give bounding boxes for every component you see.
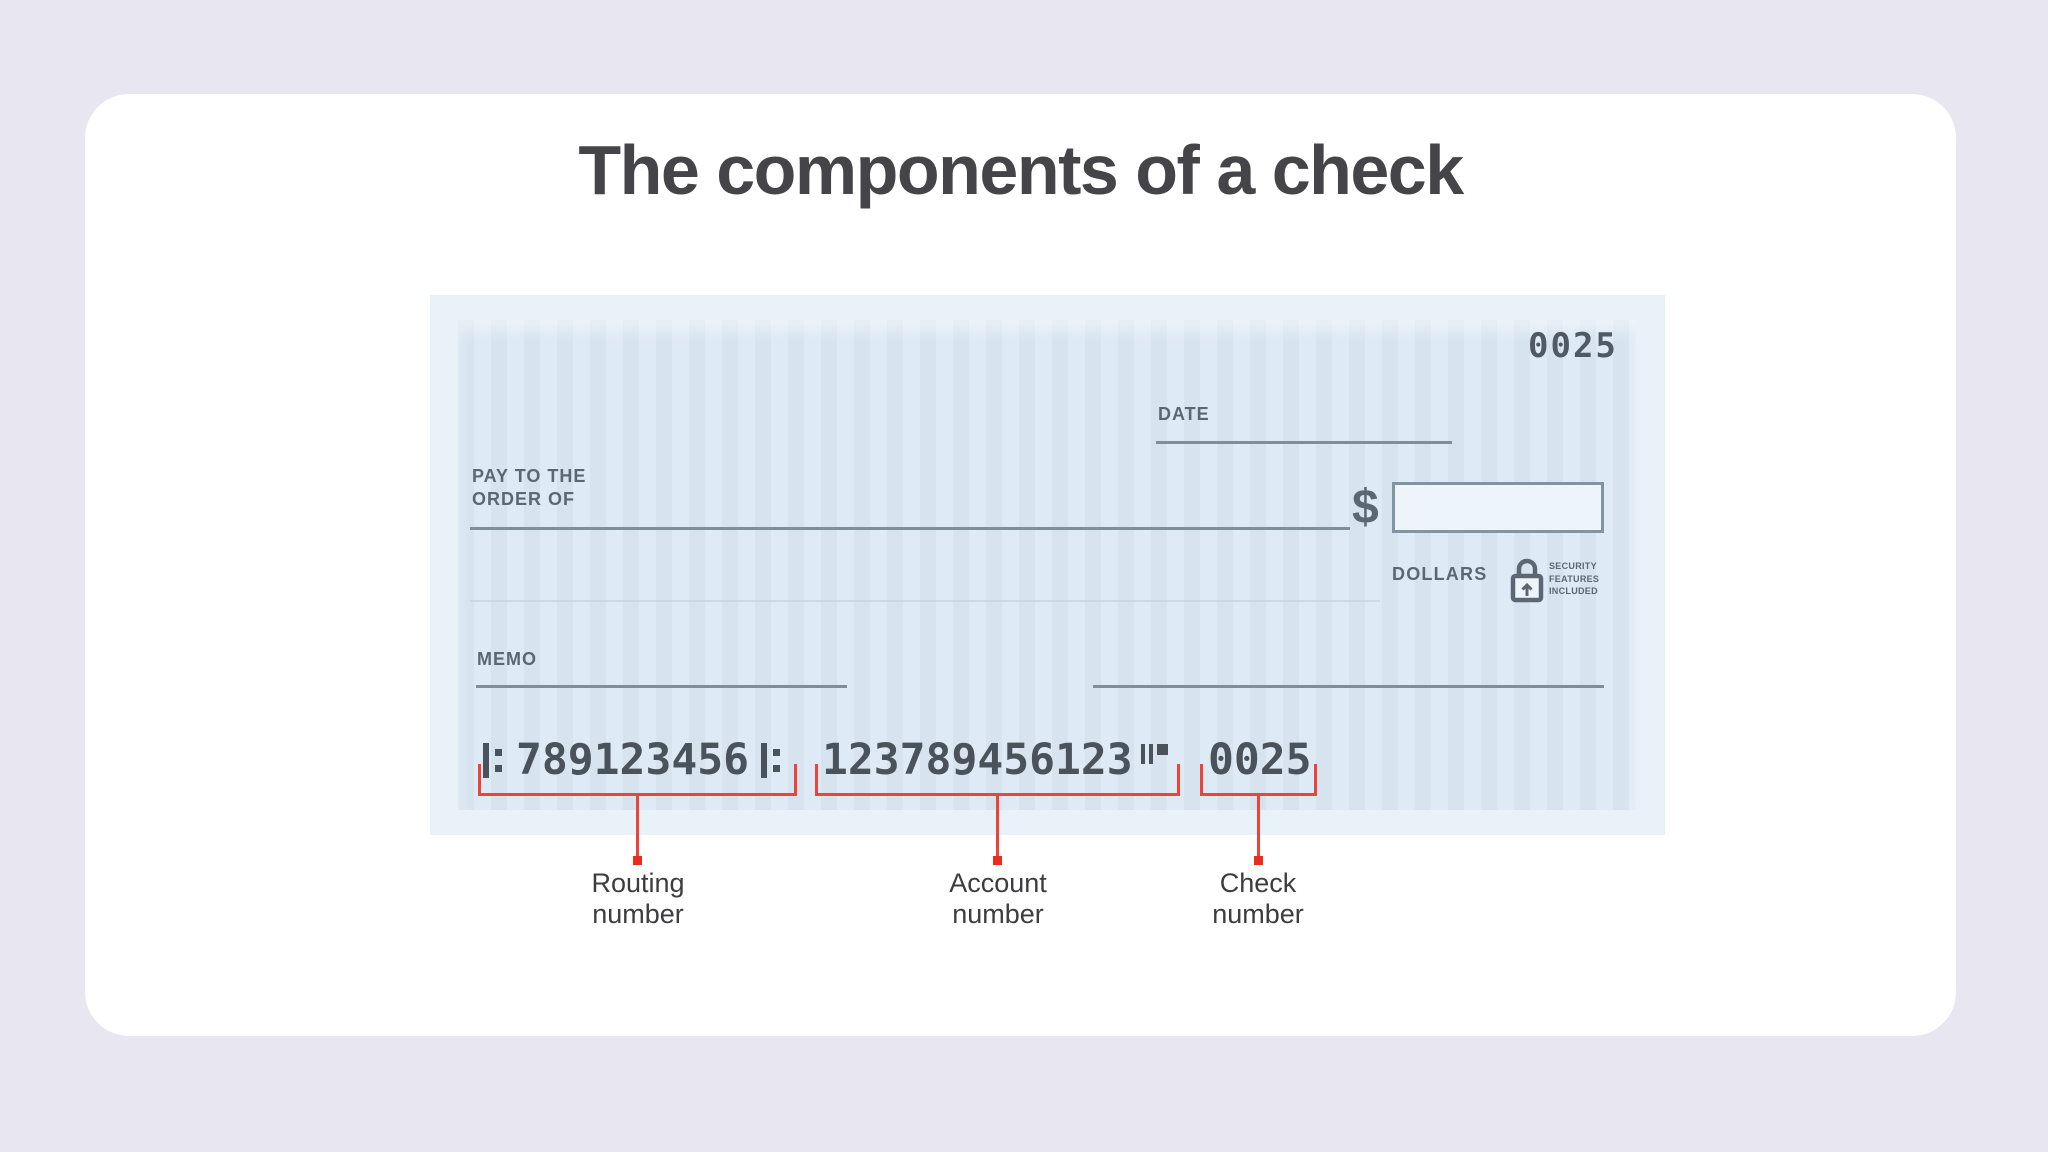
check-paper: [458, 320, 1636, 810]
dollars-label: DOLLARS: [1392, 564, 1488, 584]
memo-label: MEMO: [477, 649, 537, 669]
security-lock-icon: [1510, 557, 1544, 609]
check-number-top: 0025: [1528, 326, 1618, 366]
account-pointer-dot: [993, 856, 1002, 865]
micr-routing-group: 789123456: [483, 736, 780, 784]
check-number: 0025: [1208, 735, 1312, 785]
signature-line: [1093, 685, 1604, 688]
account-number: 123789456123: [822, 735, 1133, 785]
security-stamp: SECURITY FEATURES INCLUDED: [1549, 560, 1599, 598]
check-label-line2: number: [1212, 899, 1304, 929]
micr-on-us-icon: [1140, 744, 1168, 766]
pay-to-label-line2: ORDER OF: [472, 489, 576, 509]
check-number-label: Check number: [1108, 868, 1408, 930]
micr-check-number-group: 0025: [1208, 736, 1312, 784]
check-number-bracket: [1200, 764, 1317, 796]
routing-number: 789123456: [516, 735, 749, 785]
dollar-sign: $: [1352, 481, 1379, 534]
routing-number-label: Routing number: [488, 868, 788, 930]
amount-box: [1392, 482, 1604, 533]
micr-account-group: 123789456123: [822, 736, 1168, 784]
account-bracket: [815, 764, 1180, 796]
check-label-line1: Check: [1219, 868, 1297, 898]
routing-pointer-dot: [633, 856, 642, 865]
micr-transit-icon: [483, 742, 502, 778]
routing-pointer-line: [636, 796, 639, 856]
date-line: [1156, 441, 1452, 444]
account-pointer-line: [996, 796, 999, 856]
security-stamp-line3: INCLUDED: [1549, 586, 1598, 596]
date-label: DATE: [1158, 404, 1210, 424]
check-pointer-dot: [1254, 856, 1263, 865]
payee-line: [470, 527, 1350, 530]
written-amount-line: [470, 600, 1380, 602]
routing-label-line2: number: [592, 899, 684, 929]
account-label-line2: number: [952, 899, 1044, 929]
routing-bracket: [478, 764, 797, 796]
account-label-line1: Account: [949, 868, 1047, 898]
pay-to-label-line1: PAY TO THE: [472, 466, 587, 486]
security-stamp-line1: SECURITY: [1549, 561, 1597, 571]
routing-label-line1: Routing: [591, 868, 685, 898]
page-title: The components of a check: [578, 131, 1464, 209]
micr-transit-icon: [761, 742, 780, 778]
memo-line: [476, 685, 847, 688]
account-number-label: Account number: [848, 868, 1148, 930]
check-pointer-line: [1257, 796, 1260, 856]
security-stamp-line2: FEATURES: [1549, 573, 1600, 584]
